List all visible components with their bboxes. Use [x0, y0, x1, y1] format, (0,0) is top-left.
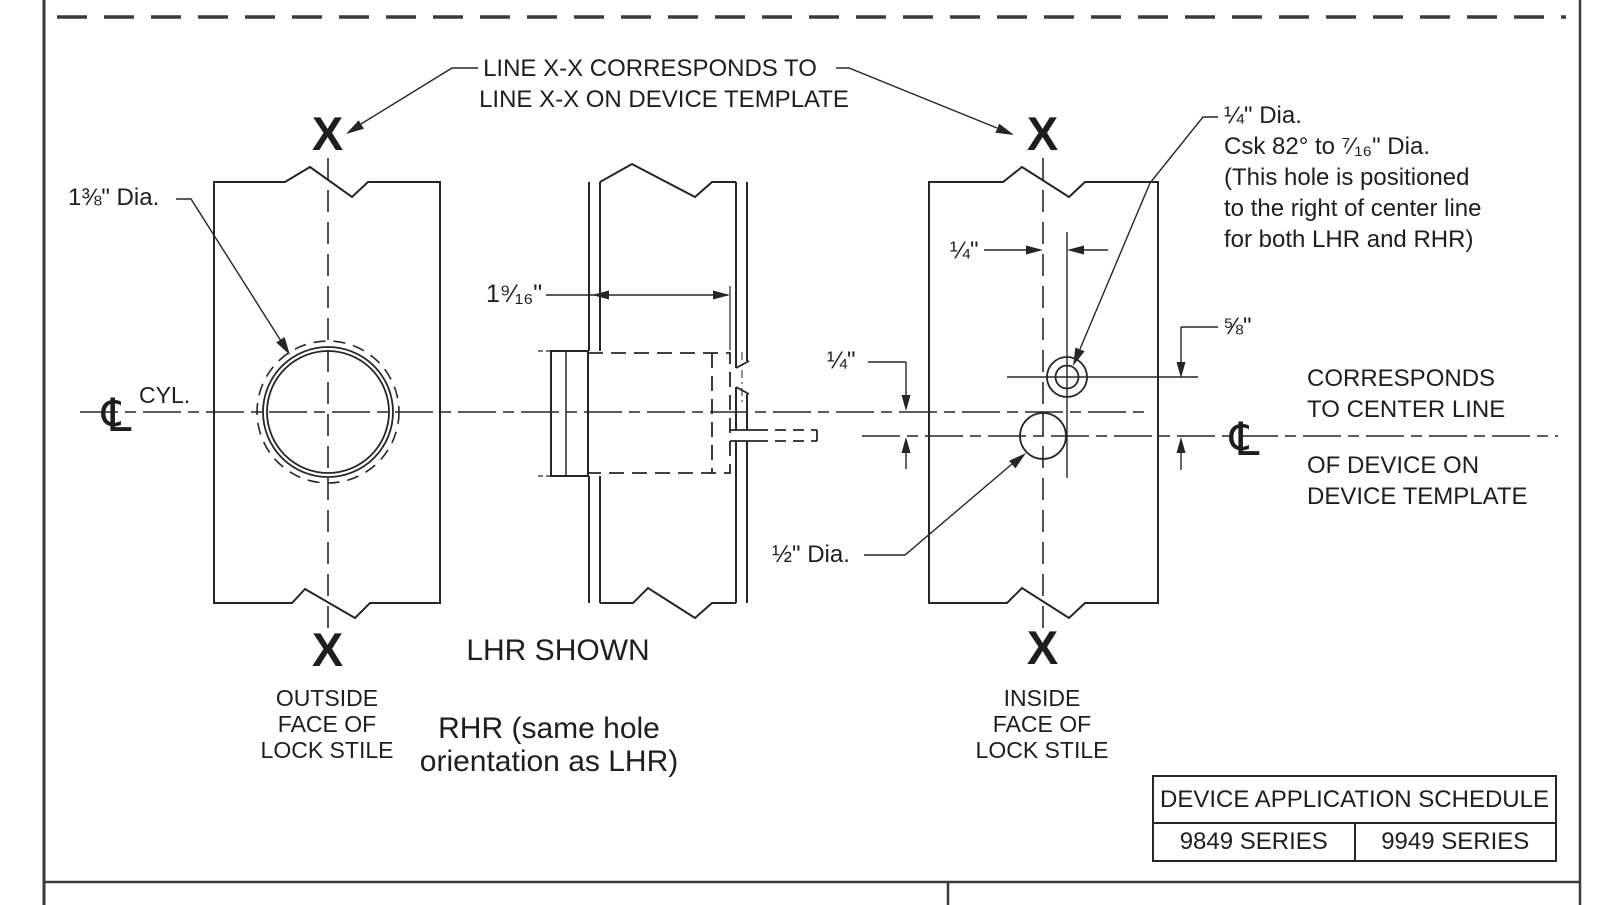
csk-note-line3: (This hole is positioned — [1224, 164, 1470, 191]
lhr-shown-caption: LHR SHOWN — [466, 634, 650, 667]
half-inch-hole — [1019, 412, 1067, 460]
offset-dim-left-label: ¼" — [827, 347, 856, 374]
cylinder-hole-outer — [262, 346, 394, 478]
device-cl-note-upper: CORRESPONDS TO CENTER LINE — [1307, 363, 1505, 425]
cyl-hole-leader — [176, 198, 282, 342]
inside-caption-line2: FACE OF — [992, 711, 1092, 737]
x-marker-outside-bottom: X — [311, 623, 343, 676]
offset-dim-left — [868, 361, 911, 469]
x-marker-inside-bottom: X — [1026, 621, 1058, 674]
outside-caption-line3: LOCK STILE — [260, 737, 394, 763]
csk-note-line4: to the right of center line — [1224, 195, 1482, 222]
inside-caption-line1: INSIDE — [1003, 685, 1081, 711]
offset-dim-right — [1176, 326, 1218, 470]
device-application-schedule-table: DEVICE APPLICATION SCHEDULE 9849 SERIES … — [1152, 775, 1557, 862]
offset-dim-top-label: ¼" — [950, 237, 979, 264]
device-cl-note-line1: CORRESPONDS — [1307, 365, 1496, 392]
device-cl-note-line3: OF DEVICE ON — [1307, 452, 1480, 479]
door-faces — [588, 162, 748, 620]
schedule-row: 9849 SERIES 9949 SERIES — [1154, 824, 1555, 860]
inside-face-caption: INSIDE FACE OF LOCK STILE — [976, 685, 1109, 763]
page-frame — [42, 0, 1582, 905]
centerline-symbol-right: ℄ — [1230, 412, 1260, 466]
device-cl-note-lower: OF DEVICE ON DEVICE TEMPLATE — [1307, 450, 1528, 512]
csk-note-line1: ¼" Dia. — [1224, 102, 1302, 129]
schedule-cell-9949: 9949 SERIES — [1381, 828, 1530, 855]
cyl-label: CYL. — [139, 382, 191, 408]
outside-face-caption: OUTSIDE FACE OF LOCK STILE — [261, 685, 394, 763]
offset-dim-top — [984, 245, 1108, 255]
countersink-section — [735, 352, 750, 404]
cylinder-section — [538, 350, 731, 477]
cyl-hole-dia-label: 1⅜" Dia. — [68, 184, 160, 211]
centerline-symbol-left: ℄ — [102, 388, 132, 442]
xx-note-line2: LINE X-X ON DEVICE TEMPLATE — [479, 86, 849, 113]
schedule-cell-9849: 9849 SERIES — [1154, 824, 1356, 860]
section-width-dimension — [546, 286, 731, 350]
schedule-title: DEVICE APPLICATION SCHEDULE — [1154, 777, 1555, 824]
outside-caption-line2: FACE OF — [277, 711, 377, 737]
csk-note-line5: for both LHR and RHR) — [1224, 226, 1474, 253]
section-view — [538, 162, 818, 620]
xx-leader-right — [836, 67, 998, 129]
cylinder-body-hidden — [587, 352, 731, 474]
csk-note: ¼" Dia. Csk 82° to ⁷⁄₁₆" Dia. (This hole… — [1224, 100, 1481, 255]
csk-hole-outer — [1046, 356, 1088, 398]
rhr-caption: RHR (same hole orientation as LHR) — [420, 712, 678, 778]
xx-leader-left — [360, 67, 478, 125]
cylinder-hole-inner — [266, 350, 390, 474]
csk-hole-inner — [1054, 364, 1080, 390]
section-width-dim-label: 1⁹⁄₁₆" — [486, 280, 543, 308]
cylinder-hole-hidden — [256, 340, 400, 484]
tailpiece — [730, 429, 818, 442]
outside-caption-line1: OUTSIDE — [275, 685, 379, 711]
csk-note-line2: Csk 82° to ⁷⁄₁₆" Dia. — [1224, 133, 1430, 160]
half-hole-dia-label: ½" Dia. — [772, 541, 850, 568]
outside-face-view — [213, 158, 441, 630]
dimensions-and-leaders — [176, 67, 1218, 556]
device-cl-note-line4: DEVICE TEMPLATE — [1307, 483, 1528, 510]
inside-caption-line3: LOCK STILE — [975, 737, 1109, 763]
x-marker-inside-top: X — [1026, 107, 1058, 160]
offset-dim-right-label: ⅝" — [1223, 313, 1252, 340]
half-hole-leader — [864, 463, 1013, 556]
x-marker-outside-top: X — [311, 107, 343, 160]
csk-note-leader — [1079, 116, 1218, 350]
rhr-caption-line2: orientation as LHR) — [419, 745, 679, 778]
inside-face-view — [928, 158, 1198, 630]
rhr-caption-line1: RHR (same hole — [438, 712, 660, 745]
xx-note-line1: LINE X-X CORRESPONDS TO — [483, 55, 817, 82]
device-cl-note-line2: TO CENTER LINE — [1307, 396, 1506, 423]
